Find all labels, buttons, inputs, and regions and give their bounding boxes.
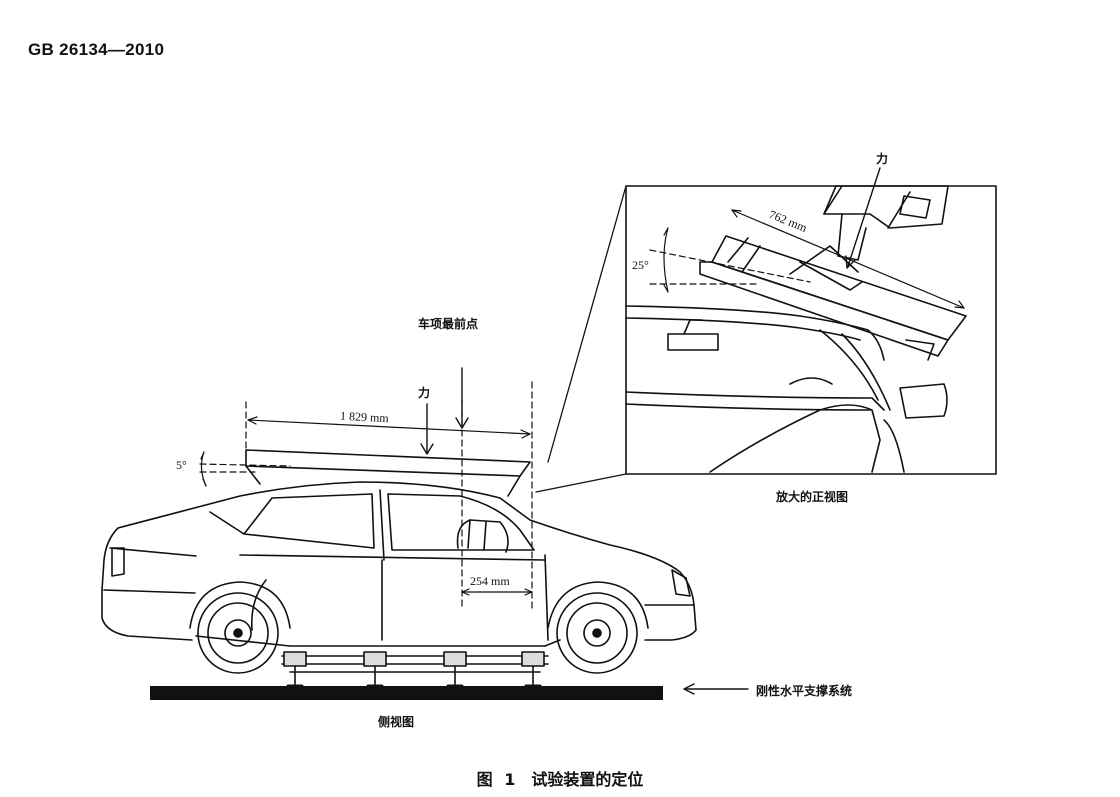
door-line	[250, 579, 267, 631]
force-arrow-side	[420, 403, 434, 455]
dim-254-label: 254 mm	[470, 574, 510, 588]
angle-25-arc	[663, 227, 669, 293]
detail-connector-top	[547, 185, 627, 463]
rear-wheel	[197, 592, 279, 674]
force-label-side: 力	[418, 386, 431, 400]
dim-762-line	[731, 209, 965, 309]
car-body-outline	[101, 481, 697, 641]
front-window	[387, 493, 535, 551]
angle-5-label: 5°	[176, 458, 187, 472]
support-pointer-arrow	[683, 683, 749, 695]
dim-254-line	[461, 588, 533, 596]
rearview-mirror	[667, 333, 719, 351]
detail-connector-bottom	[535, 473, 627, 493]
roof-point-arrow	[455, 367, 469, 429]
front-view-label: 放大的正视图	[776, 490, 849, 504]
side-loading-plate	[245, 449, 531, 497]
support-rails	[281, 651, 549, 688]
dim-1829-line	[247, 416, 531, 439]
dim-1829-label: 1 829 mm	[339, 408, 390, 426]
detail-car-front	[625, 305, 948, 473]
detail-actuator	[823, 185, 949, 261]
side-mirror	[899, 383, 948, 419]
roof-front-point-label: 车项最前点	[418, 317, 479, 331]
rear-window	[243, 493, 375, 549]
force-arrow-detail	[845, 167, 881, 269]
rigid-support-label: 刚性水平支撑系统	[756, 684, 853, 698]
detail-view-frame	[625, 185, 997, 475]
side-view-label: 侧视图	[378, 715, 415, 729]
standard-code: GB 26134—2010	[28, 40, 165, 59]
angle-25-label: 25°	[632, 258, 649, 272]
figure-caption: 图 1 试验装置的定位	[476, 770, 644, 789]
front-wheel	[556, 592, 638, 674]
force-label-detail: 力	[876, 152, 889, 166]
ground-platform	[150, 686, 663, 700]
